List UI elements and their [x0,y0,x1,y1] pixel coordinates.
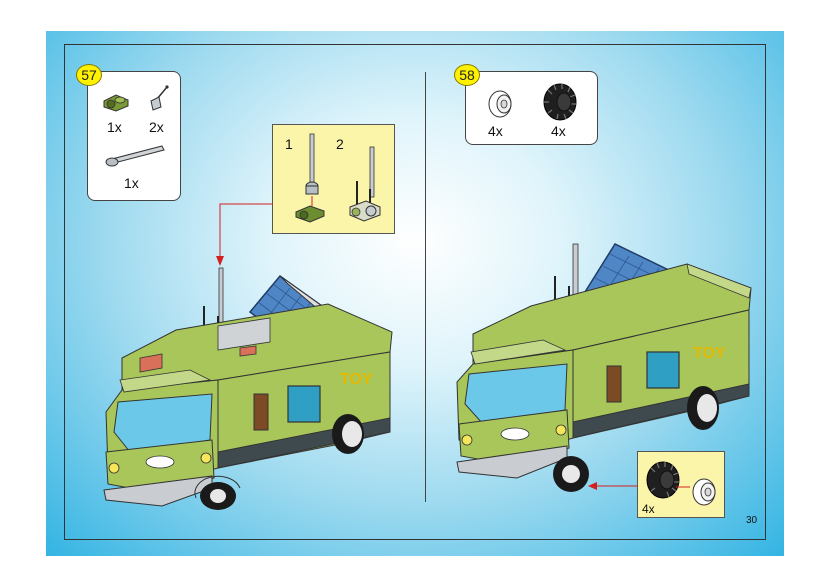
grey-antenna-base-icon [150,85,169,111]
step57-pointer-arrow [216,203,273,266]
step58-parts-box [465,71,598,145]
van-decal-57: TOY [340,371,373,388]
callout-arrow-tire-to-rim [676,486,690,488]
step58-number: 58 [454,64,480,86]
step57-qty-2: 2x [149,119,164,135]
callout-substep-1: 1 [285,136,293,152]
step57-parts-box [87,71,181,201]
van-decal-58: TOY [693,345,726,362]
page-number: 30 [746,515,758,526]
step58-pointer-arrow [588,482,638,490]
callout-antenna-assembly-2 [349,146,381,222]
step58-qty-1: 4x [488,123,503,139]
green-clip-plate-icon [103,94,129,112]
step-divider [425,72,426,502]
step58-callout-qty: 4x [642,502,655,516]
black-tire-icon [543,83,577,121]
callout-substep-2: 2 [336,136,344,152]
step57-qty-1: 1x [107,119,122,135]
callout-antenna-assembly-1 [295,133,325,223]
callout-tire-icon [646,461,680,499]
page-frame [64,44,766,540]
step58-qty-2: 4x [551,123,566,139]
camper-van-step58: TOY [456,243,752,492]
step57-qty-3: 1x [124,175,139,191]
white-wheel-rim-icon [488,90,512,118]
camper-van-step57: TOY [103,267,393,510]
callout-rim-icon [692,478,716,506]
grey-antenna-bar-icon [105,145,165,167]
step57-number: 57 [76,64,102,86]
